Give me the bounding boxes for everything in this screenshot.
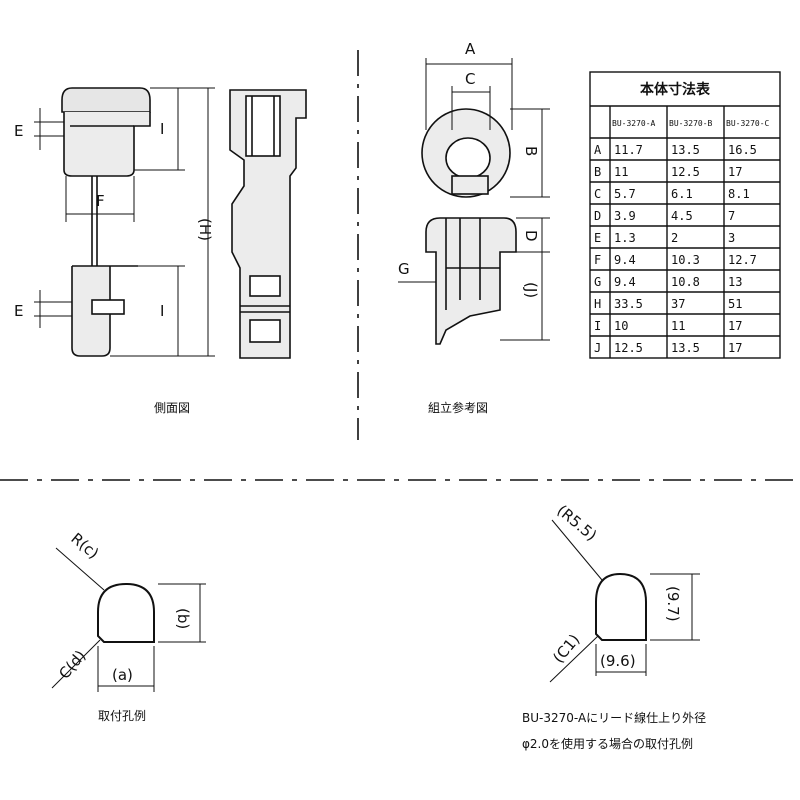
front-view-part-right <box>229 89 307 359</box>
dim-E-bottom: E <box>14 302 23 320</box>
note-line-1: BU-3270-Aにリード線仕上り外径 <box>522 710 706 725</box>
dim-hole-a: (a) <box>112 666 133 684</box>
table-row-key: A <box>594 143 602 157</box>
dim-F: F <box>96 192 105 210</box>
dim-H: (H) <box>196 218 214 241</box>
dim-I-top: I <box>160 120 164 138</box>
table-row-key: G <box>594 275 601 289</box>
table-cell: 2 <box>671 231 678 245</box>
table-row-key: E <box>594 231 601 245</box>
table-title: 本体寸法表 <box>640 81 711 98</box>
table-cell: 10.8 <box>671 275 700 289</box>
dim-J: (J) <box>522 282 540 298</box>
table-cell: 13.5 <box>671 341 700 355</box>
dim-hole2-r: (R5.5) <box>553 501 600 544</box>
table-cell: 12.7 <box>728 253 757 267</box>
table-cell: 51 <box>728 297 742 311</box>
table-cell: 13.5 <box>671 143 700 157</box>
table-cell: 10 <box>614 319 628 333</box>
table-cell: 5.7 <box>614 187 636 201</box>
table-cell: 17 <box>728 341 742 355</box>
table-cell: 11 <box>614 165 628 179</box>
mount-hole-generic <box>51 547 206 692</box>
table-col-header-b: BU-3270-B <box>669 119 713 128</box>
dim-I-bottom: I <box>160 302 164 320</box>
table-cell: 11 <box>671 319 685 333</box>
table-cell: 16.5 <box>728 143 757 157</box>
table-row-key: H <box>594 297 601 311</box>
table-row-key: B <box>594 165 601 179</box>
table-col-header-a: BU-3270-A <box>612 119 656 128</box>
note-line-2: φ2.0を使用する場合の取付孔例 <box>522 736 693 751</box>
table-cell: 33.5 <box>614 297 643 311</box>
table-row-key: F <box>594 253 601 267</box>
dim-B: B <box>522 146 540 156</box>
caption-mount-hole-generic: 取付孔例 <box>98 709 146 723</box>
table-cell: 8.1 <box>728 187 750 201</box>
table-row-key: C <box>594 187 601 201</box>
table-cell: 4.5 <box>671 209 693 223</box>
table-cell: 12.5 <box>614 341 643 355</box>
dim-hole-b: (b) <box>174 608 192 629</box>
table-cell: 6.1 <box>671 187 693 201</box>
table-cell: 17 <box>728 319 742 333</box>
dim-D: D <box>522 230 540 242</box>
assembly-view <box>398 58 550 345</box>
table-row-key: I <box>594 319 601 333</box>
table-cell: 9.4 <box>614 275 636 289</box>
caption-front-view: 側面図 <box>154 401 190 415</box>
dim-hole2-h: (9.7) <box>664 586 682 622</box>
dim-hole-c: C(d) <box>55 647 89 683</box>
table-cell: 13 <box>728 275 742 289</box>
dim-E-top: E <box>14 122 23 140</box>
dim-hole-r: R(c) <box>67 529 102 562</box>
dim-A: A <box>465 40 476 58</box>
mount-hole-example <box>549 519 700 683</box>
front-view-part-left <box>34 87 215 357</box>
dim-C: C <box>465 70 475 88</box>
table-cell: 9.4 <box>614 253 636 267</box>
table-cell: 3 <box>728 231 735 245</box>
table-cell: 12.5 <box>671 165 700 179</box>
table-cell: 37 <box>671 297 685 311</box>
table-cell: 10.3 <box>671 253 700 267</box>
table-cell: 17 <box>728 165 742 179</box>
table-cell: 11.7 <box>614 143 643 157</box>
table-cell: 3.9 <box>614 209 636 223</box>
table-cell: 1.3 <box>614 231 636 245</box>
table-cell: 7 <box>728 209 735 223</box>
table-col-header-c: BU-3270-C <box>726 119 770 128</box>
table-row-key: D <box>594 209 601 223</box>
dimension-table-grid <box>589 71 781 359</box>
table-row-key: J <box>594 341 601 355</box>
dim-hole2-c: (C1) <box>549 631 583 667</box>
dim-G: G <box>398 260 410 278</box>
dim-hole2-w: (9.6) <box>600 652 636 670</box>
caption-assembly-view: 組立参考図 <box>428 400 488 415</box>
